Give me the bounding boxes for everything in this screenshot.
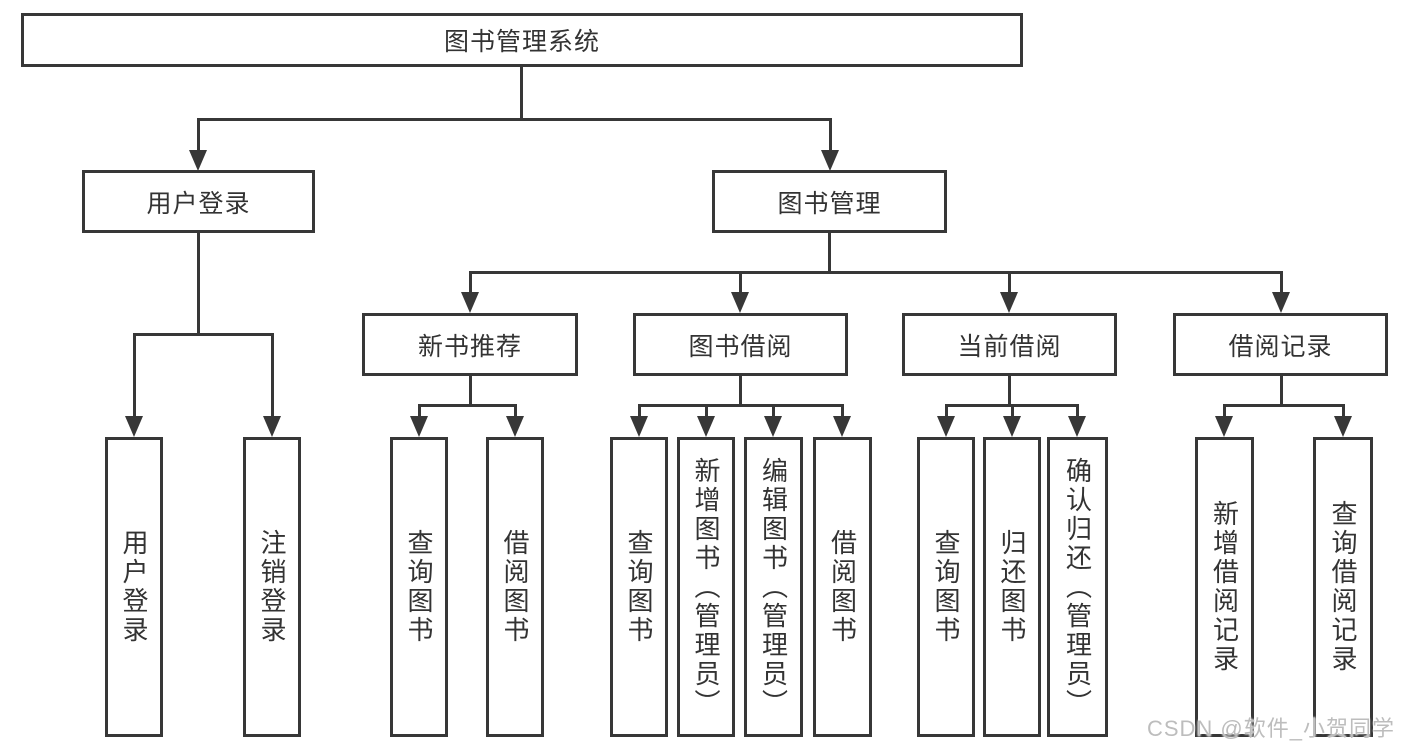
arrow-down-icon xyxy=(506,416,524,437)
leaf-label: 归还图书 xyxy=(997,529,1027,645)
connector-line xyxy=(945,404,948,420)
arrow-down-icon xyxy=(263,416,281,437)
leaf-add-books-admin: 新增图书（管理员） xyxy=(677,437,735,737)
arrow-down-icon xyxy=(833,416,851,437)
connector-line xyxy=(469,376,472,407)
connector-line xyxy=(271,333,274,418)
connector-line xyxy=(469,271,472,294)
connector-line xyxy=(197,233,200,336)
connector-line xyxy=(1011,404,1014,420)
node-label: 借阅记录 xyxy=(1228,332,1333,361)
arrow-down-icon xyxy=(125,416,143,437)
connector-line xyxy=(1223,404,1345,407)
node-label: 图书管理 xyxy=(777,189,882,218)
arrow-down-icon xyxy=(630,416,648,437)
arrow-down-icon xyxy=(461,292,479,313)
arrow-down-icon xyxy=(1000,292,1018,313)
leaf-borrow-books-2: 借阅图书 xyxy=(813,437,872,737)
leaf-query-books-1: 查询图书 xyxy=(390,437,448,737)
arrow-down-icon xyxy=(697,416,715,437)
arrow-down-icon xyxy=(1068,416,1086,437)
leaf-logout: 注销登录 xyxy=(243,437,301,737)
node-book-borrowing: 图书借阅 xyxy=(633,313,848,376)
node-new-book-recommend: 新书推荐 xyxy=(362,313,578,376)
connector-line xyxy=(133,333,136,418)
leaf-edit-books-admin: 编辑图书（管理员） xyxy=(744,437,803,737)
leaf-user-login: 用户登录 xyxy=(105,437,163,737)
leaf-label: 确认归还（管理员） xyxy=(1062,456,1093,718)
node-book-management: 图书管理 xyxy=(712,170,947,233)
connector-line xyxy=(829,118,832,152)
node-borrowing-records: 借阅记录 xyxy=(1173,313,1388,376)
leaf-label: 新增借阅记录 xyxy=(1209,500,1240,674)
leaf-query-borrow-record: 查询借阅记录 xyxy=(1313,437,1373,737)
arrow-down-icon xyxy=(731,292,749,313)
leaf-label: 新增图书（管理员） xyxy=(691,456,721,718)
connector-line xyxy=(520,67,523,120)
arrow-down-icon xyxy=(764,416,782,437)
connector-line xyxy=(197,118,200,152)
arrow-down-icon xyxy=(821,150,839,171)
arrow-down-icon xyxy=(937,416,955,437)
node-library-management-system: 图书管理系统 xyxy=(21,13,1023,67)
leaf-label: 借阅图书 xyxy=(827,529,858,645)
leaf-label: 查询图书 xyxy=(624,529,654,645)
watermark: CSDN @软件_小贺同学 xyxy=(1146,716,1395,741)
connector-line xyxy=(1280,271,1283,294)
connector-line xyxy=(418,404,421,420)
leaf-borrow-books-1: 借阅图书 xyxy=(486,437,544,737)
leaf-confirm-return-admin: 确认归还（管理员） xyxy=(1047,437,1108,737)
arrow-down-icon xyxy=(1003,416,1021,437)
arrow-down-icon xyxy=(410,416,428,437)
leaf-label: 用户登录 xyxy=(119,529,149,645)
leaf-return-books: 归还图书 xyxy=(983,437,1041,737)
leaf-label: 编辑图书（管理员） xyxy=(758,456,789,718)
leaf-query-books-2: 查询图书 xyxy=(610,437,668,737)
connector-line xyxy=(418,404,517,407)
connector-line xyxy=(1008,376,1011,407)
connector-line xyxy=(1008,271,1011,294)
node-label: 新书推荐 xyxy=(417,332,522,361)
connector-line xyxy=(705,404,708,420)
node-label: 图书借阅 xyxy=(688,332,793,361)
connector-line xyxy=(133,333,274,336)
connector-line xyxy=(1076,404,1079,420)
leaf-label: 查询图书 xyxy=(404,529,434,645)
connector-line xyxy=(739,376,742,407)
arrow-down-icon xyxy=(1215,416,1233,437)
leaf-label: 借阅图书 xyxy=(500,529,530,645)
leaf-label: 注销登录 xyxy=(257,529,287,645)
connector-line xyxy=(638,404,844,407)
leaf-add-borrow-record: 新增借阅记录 xyxy=(1195,437,1254,737)
connector-line xyxy=(469,271,1283,274)
connector-line xyxy=(514,404,517,420)
connector-line xyxy=(828,233,831,274)
node-label: 当前借阅 xyxy=(957,332,1062,361)
connector-line xyxy=(638,404,641,420)
connector-line xyxy=(1223,404,1226,420)
node-current-borrowing: 当前借阅 xyxy=(902,313,1117,376)
arrow-down-icon xyxy=(1272,292,1290,313)
connector-line xyxy=(772,404,775,420)
connector-line xyxy=(841,404,844,420)
arrow-down-icon xyxy=(189,150,207,171)
connector-line xyxy=(1342,404,1345,420)
node-user-login: 用户登录 xyxy=(82,170,315,233)
leaf-label: 查询图书 xyxy=(931,529,961,645)
connector-line xyxy=(739,271,742,294)
connector-line xyxy=(197,118,832,121)
leaf-label: 查询借阅记录 xyxy=(1328,500,1358,674)
node-label: 图书管理系统 xyxy=(443,28,600,56)
connector-line xyxy=(1280,376,1283,407)
node-label: 用户登录 xyxy=(146,189,251,218)
leaf-query-books-3: 查询图书 xyxy=(917,437,975,737)
arrow-down-icon xyxy=(1334,416,1352,437)
